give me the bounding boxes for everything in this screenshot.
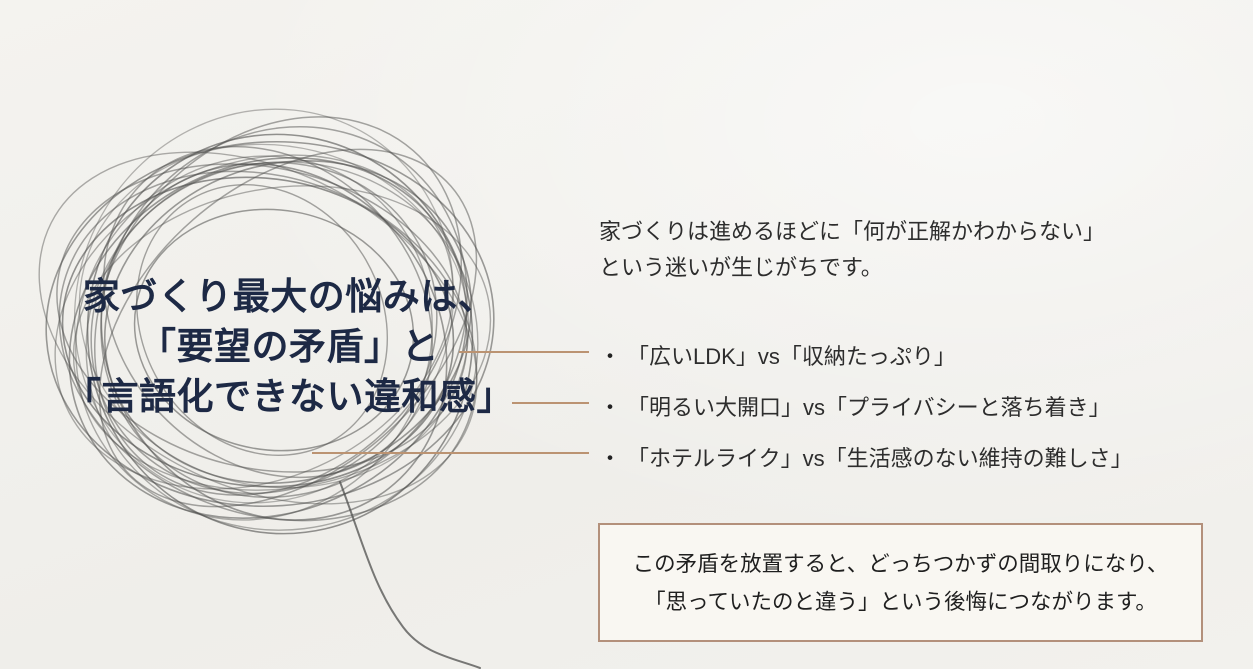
conflict-item-1-label: 「広いLDK」vs「収納たっぷり」 [627,344,956,369]
warning-line-2: 「思っていたのと違う」という後悔につながります。 [644,589,1157,614]
headline-line-1: 家づくり最大の悩みは、 [82,276,496,317]
bullet-dot-icon: ・ [599,344,622,369]
connector-line-1 [459,351,589,353]
bullet-dot-icon: ・ [599,446,622,471]
intro-paragraph: 家づくりは進めるほどに「何が正解かわからない」 という迷いが生じがちです。 [599,214,1239,286]
conflict-item-2-label: 「明るい大開口」vs「プライバシーと落ち着き」 [627,395,1111,420]
conflict-item-3-label: 「ホテルライク」vs「生活感のない維持の難しさ」 [627,446,1133,471]
headline-line-2: 「要望の矛盾」と [139,326,439,367]
intro-line-1: 家づくりは進めるほどに「何が正解かわからない」 [599,219,1106,244]
conflict-item-2: ・ 「明るい大開口」vs「プライバシーと落ち着き」 [599,390,1111,422]
headline-line-3: 「言語化できない違和感」 [64,376,514,417]
connector-line-3 [312,452,589,454]
conflict-item-3: ・ 「ホテルライク」vs「生活感のない維持の難しさ」 [599,441,1133,473]
warning-box: この矛盾を放置すると、どっちつかずの間取りになり、 「思っていたのと違う」という… [598,523,1203,642]
intro-line-2: という迷いが生じがちです。 [599,255,883,280]
warning-line-1: この矛盾を放置すると、どっちつかずの間取りになり、 [632,551,1169,576]
conflict-item-1: ・ 「広いLDK」vs「収納たっぷり」 [599,339,956,371]
connector-line-2 [512,402,589,404]
headline: 家づくり最大の悩みは、 「要望の矛盾」と 「言語化できない違和感」 [48,272,530,422]
tangled-thread-scribble-icon [38,108,495,669]
bullet-dot-icon: ・ [599,395,622,420]
